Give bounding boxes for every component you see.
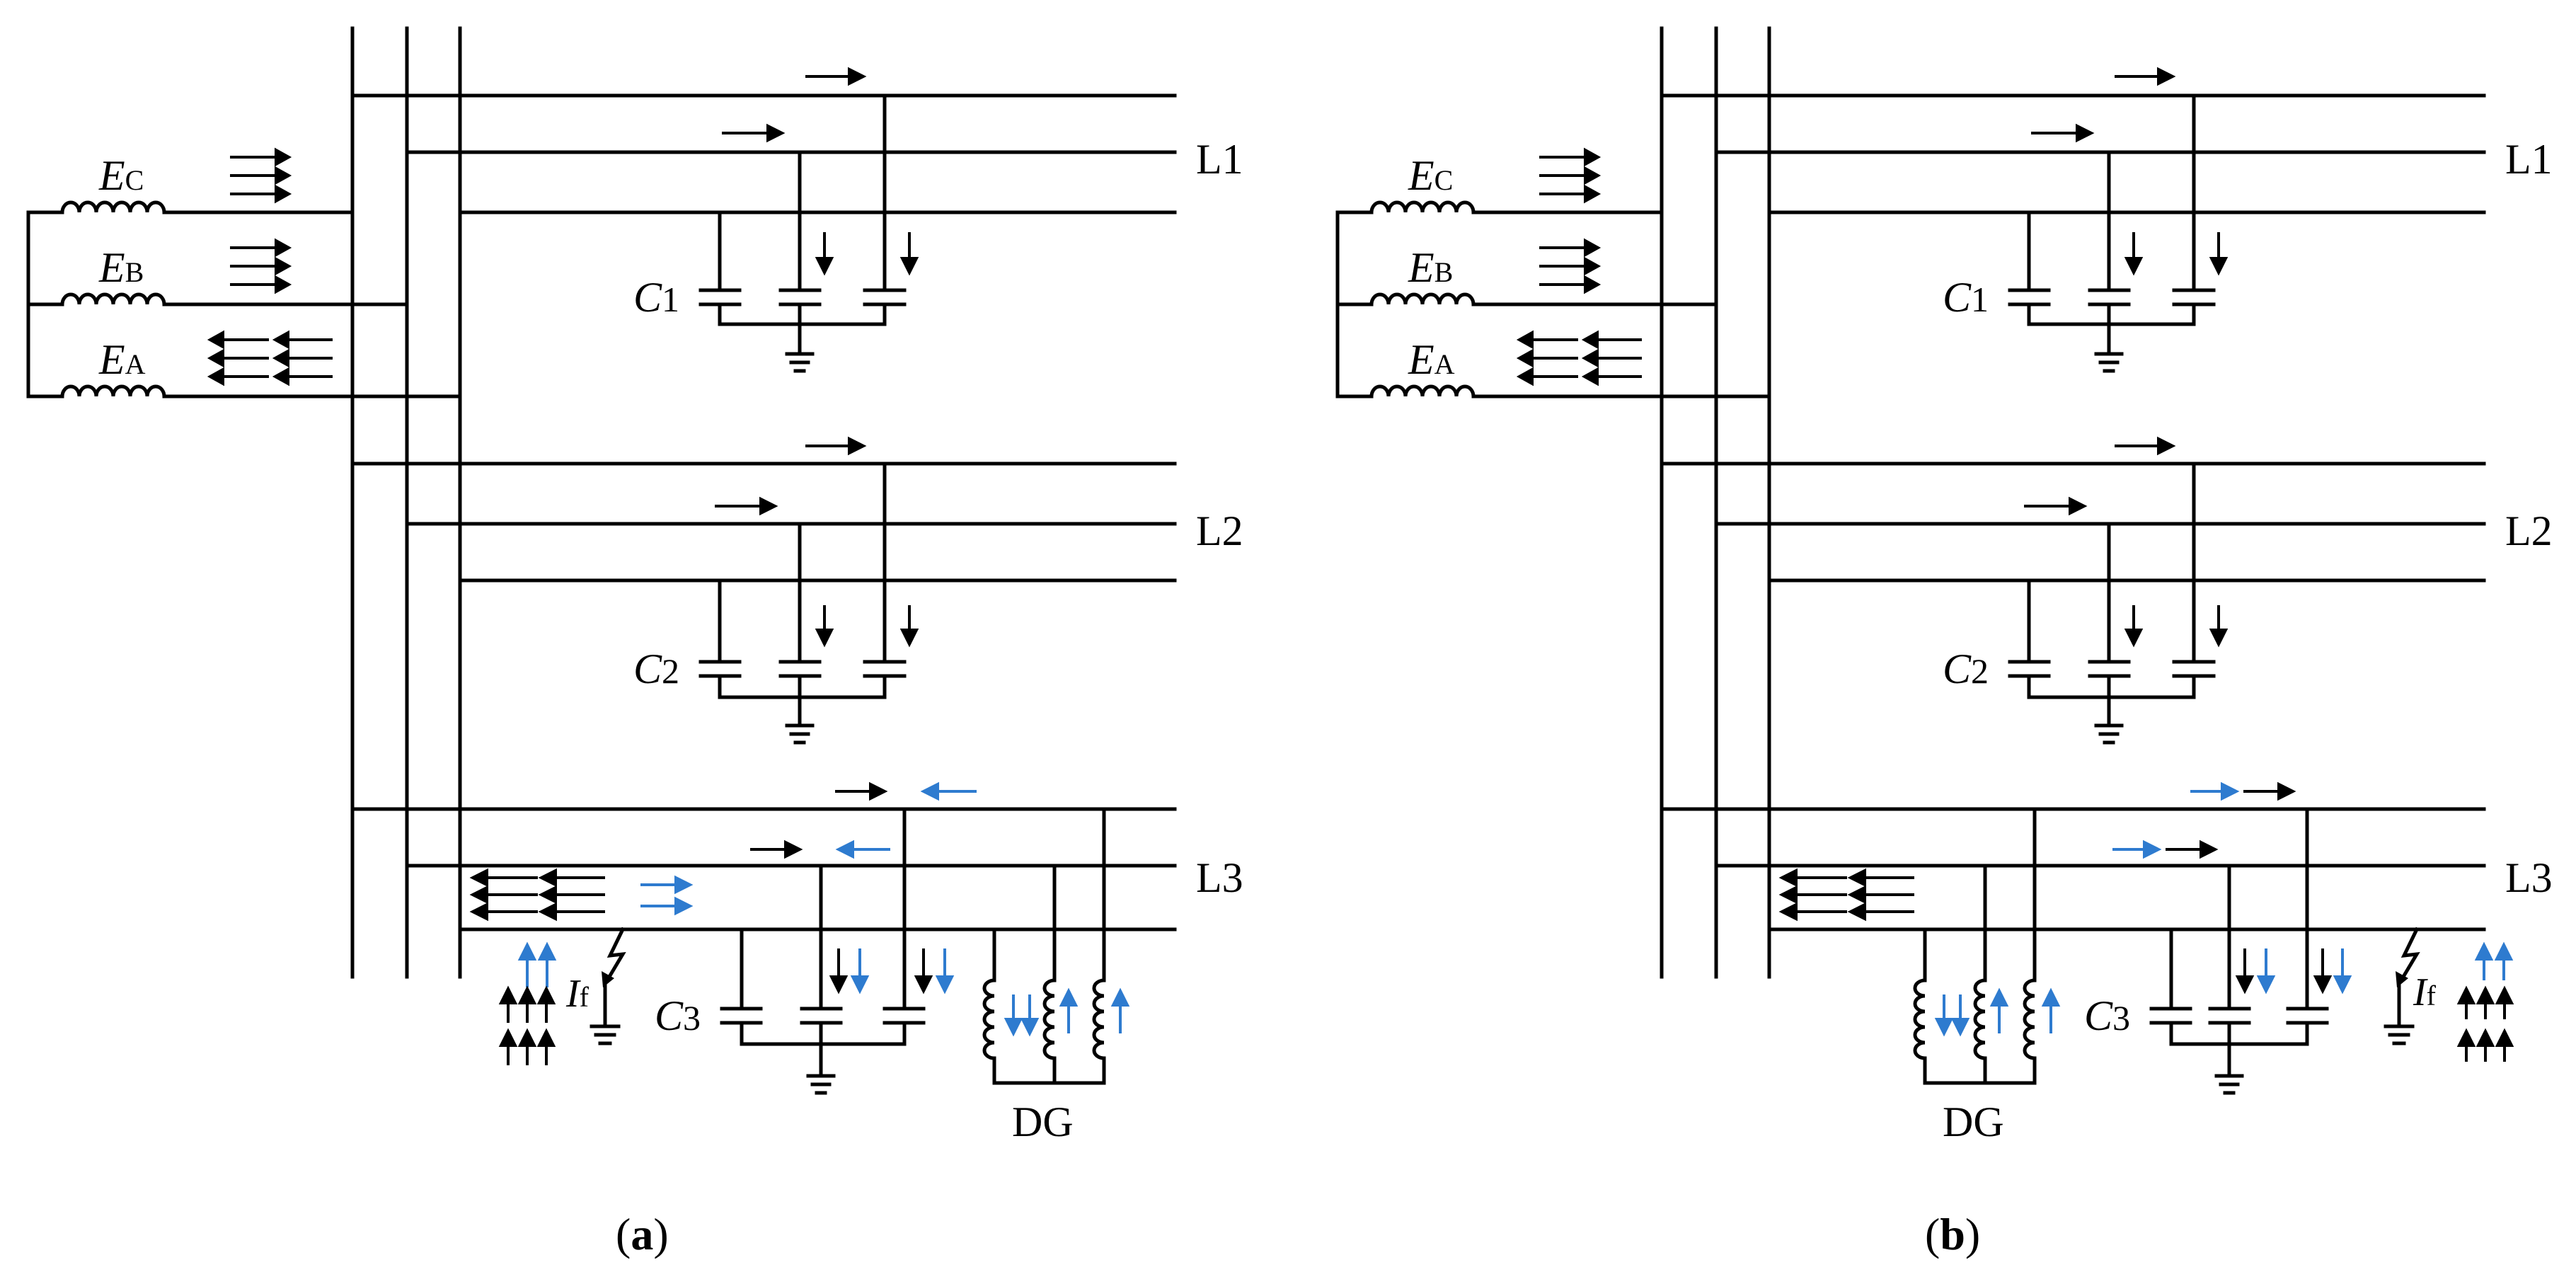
inductor-ec [60, 200, 166, 214]
line-label-l2: L2 [1196, 508, 1243, 554]
line-label-l3: L3 [1196, 854, 1243, 901]
fault-symbol: If [2384, 927, 2437, 1045]
feeder-l1: L1 C1 [1660, 67, 2553, 373]
source-label-ea: EA [98, 336, 146, 383]
feeder-l1: L1 C1 [350, 67, 1243, 373]
fault-symbol: If [565, 927, 626, 1045]
source-label-ec: EC [1408, 152, 1453, 199]
cap-label-c2: C2 [1943, 646, 1989, 692]
capacitor-c3 [720, 1007, 926, 1095]
feeder-l2: L2 C2 [350, 436, 1243, 745]
busbars [1660, 26, 1771, 979]
line-label-l3: L3 [2505, 854, 2553, 901]
cap-label-c3: C3 [2084, 992, 2130, 1039]
cap-label-c2: C2 [633, 646, 679, 692]
busbars [350, 26, 462, 979]
caption-b: (b) [1925, 1209, 1980, 1259]
source-arrows-a [207, 330, 333, 386]
caption-a: (a) [616, 1209, 669, 1259]
cap-label-c1: C1 [1943, 274, 1989, 321]
source-arrows-b [230, 238, 292, 294]
capacitor-c3 [2149, 1007, 2329, 1095]
source-section: EC EB EA [1335, 147, 1771, 399]
inductor-ea [60, 384, 166, 399]
panel-a: EC EB EA [26, 26, 1243, 1259]
fault-label: If [2413, 970, 2437, 1014]
dg-label: DG [1943, 1099, 2004, 1145]
source-label-eb: EB [98, 244, 144, 291]
capacitor-c2 [698, 660, 907, 745]
line-label-l1: L1 [2505, 136, 2553, 183]
panel-b: EC EB EA [1335, 26, 2553, 1259]
dg-unit: DG [1913, 807, 2037, 1145]
source-label-ec: EC [98, 152, 144, 199]
source-label-eb: EB [1408, 244, 1453, 291]
fault-label: If [565, 972, 590, 1016]
capacitor-c2 [2008, 660, 2216, 745]
source-arrows-c [230, 147, 292, 204]
line-label-l1: L1 [1196, 136, 1243, 183]
dg-label: DG [1012, 1099, 1074, 1145]
capacitor-c1 [698, 288, 907, 373]
feeder-l3: L3 DG [1660, 781, 2553, 1145]
cap-label-c1: C1 [633, 274, 679, 321]
capacitor-c1 [2008, 288, 2216, 373]
feeder-l3: L3 [350, 781, 1243, 1145]
cap-label-c3: C3 [655, 992, 701, 1039]
inductor-eb [60, 292, 166, 306]
feeder-l2: L2 C2 [1660, 436, 2553, 745]
line-label-l2: L2 [2505, 508, 2553, 554]
dg-unit: DG [982, 807, 1106, 1145]
source-label-ea: EA [1408, 336, 1455, 383]
source-section: EC EB EA [26, 147, 462, 399]
